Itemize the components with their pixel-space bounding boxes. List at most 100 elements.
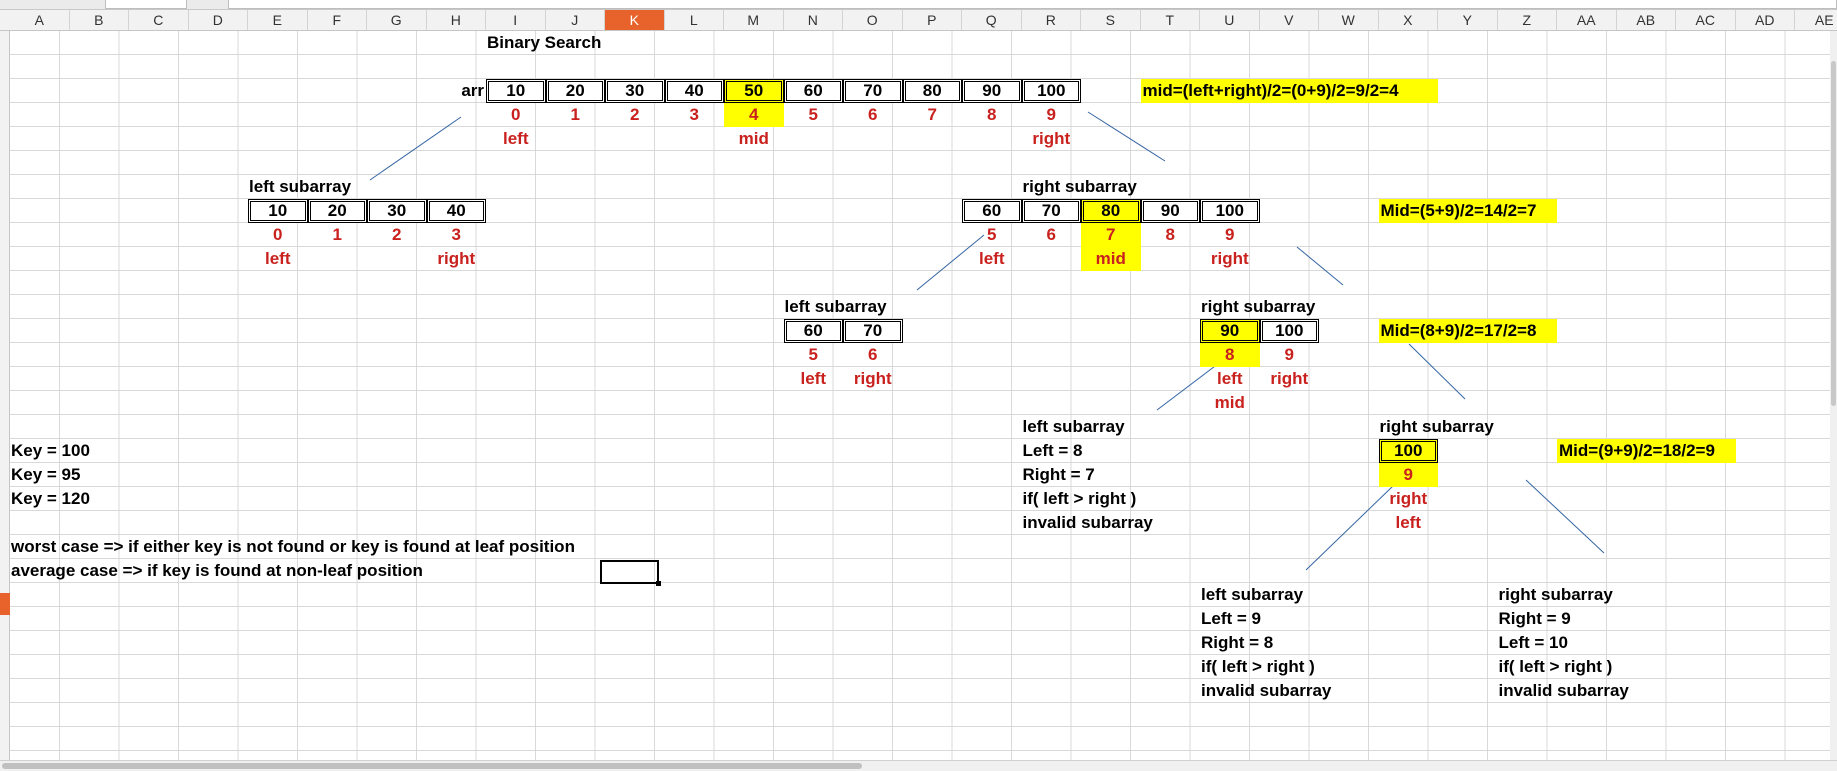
right-subarray-heading: right subarray: [1201, 297, 1316, 316]
column-header-e[interactable]: E: [248, 10, 308, 30]
pointer-right-label: right: [1032, 129, 1071, 148]
name-box[interactable]: [105, 0, 187, 9]
cell-grid[interactable]: [10, 31, 1837, 760]
invalid-subarray-line: Left = 9: [1201, 609, 1261, 628]
column-header-o[interactable]: O: [843, 10, 903, 30]
sheet-title: Binary Search: [487, 33, 602, 52]
column-header-u[interactable]: U: [1200, 10, 1260, 30]
column-header-q[interactable]: Q: [962, 10, 1022, 30]
pointer-left-label: left: [979, 249, 1005, 268]
horizontal-scrollbar[interactable]: [0, 760, 1837, 771]
main-array-index-cell: 1: [570, 105, 580, 124]
column-header-c[interactable]: C: [129, 10, 189, 30]
column-header-d[interactable]: D: [189, 10, 248, 30]
right-subarray-1-value-cell: 70: [1021, 199, 1081, 223]
average-case-note: average case => if key is found at non-l…: [11, 561, 423, 580]
row-header-bar: [0, 31, 10, 760]
left-subarray-1-value-cell: 20: [307, 199, 367, 223]
column-header-ac[interactable]: AC: [1676, 10, 1736, 30]
pointer-right-label: right: [853, 369, 892, 388]
left-subarray-1-value-cell: 30: [367, 199, 427, 223]
left-subarray-1-index-cell: 3: [451, 225, 461, 244]
column-header-x[interactable]: X: [1379, 10, 1438, 30]
pointer-left-label: left: [1395, 513, 1422, 532]
invalid-subarray-line: Left = 10: [1498, 633, 1568, 652]
formula-bar-strip: [0, 0, 1837, 10]
invalid-subarray-line: Right = 9: [1498, 609, 1571, 628]
right-subarray-1-index-cell: 8: [1165, 225, 1175, 244]
column-header-ad[interactable]: AD: [1736, 10, 1795, 30]
column-header-f[interactable]: F: [308, 10, 367, 30]
pointer-mid-label: mid: [1214, 393, 1245, 412]
main-array-value-cell: 70: [843, 79, 903, 103]
column-header-i[interactable]: I: [486, 10, 546, 30]
right-subarray-heading: right subarray: [1379, 417, 1494, 436]
invalid-subarray-line: invalid subarray: [1498, 681, 1629, 700]
horizontal-scroll-thumb[interactable]: [2, 763, 862, 769]
left-subarray-2-value-cell: 60: [783, 319, 843, 343]
main-array-index-cell: 3: [689, 105, 699, 124]
left-subarray-1-index-cell: 0: [273, 225, 283, 244]
column-header-s[interactable]: S: [1081, 10, 1141, 30]
left-subarray-heading: left subarray: [1022, 417, 1125, 436]
column-header-aa[interactable]: AA: [1557, 10, 1617, 30]
column-header-r[interactable]: R: [1022, 10, 1081, 30]
main-array-index-cell: 2: [630, 105, 640, 124]
column-header-g[interactable]: G: [367, 10, 427, 30]
mid-formula-3: Mid=(8+9)/2=17/2=8: [1378, 319, 1557, 343]
left-subarray-2-index-cell: 5: [808, 345, 818, 364]
column-header-n[interactable]: N: [784, 10, 843, 30]
vertical-scroll-thumb[interactable]: [1831, 61, 1836, 406]
right-subarray-heading: right subarray: [1022, 177, 1137, 196]
right-subarray-1-value-cell: 100: [1200, 199, 1260, 223]
invalid-subarray-line: if( left > right ): [1201, 657, 1315, 676]
key-value-text: Key = 120: [11, 489, 90, 508]
column-header-p[interactable]: P: [903, 10, 962, 30]
formula-input[interactable]: [228, 0, 1837, 9]
right-subarray-1-index-cell: 5: [987, 225, 997, 244]
column-header-b[interactable]: B: [70, 10, 129, 30]
right-subarray-1-value-cell: 80: [1081, 199, 1141, 223]
pointer-right-label: right: [1270, 369, 1309, 388]
main-array-value-cell: 80: [902, 79, 962, 103]
pointer-left-label: left: [503, 129, 529, 148]
main-array-index-cell: 8: [987, 105, 997, 124]
main-array-value-cell: 90: [962, 79, 1022, 103]
column-header-w[interactable]: W: [1319, 10, 1379, 30]
column-header-ae[interactable]: AE: [1795, 10, 1837, 30]
right-subarray-heading: right subarray: [1498, 585, 1613, 604]
right-subarray-1-index-cell: 7: [1081, 223, 1141, 247]
column-header-j[interactable]: J: [546, 10, 605, 30]
column-header-y[interactable]: Y: [1438, 10, 1498, 30]
pointer-left-label: left: [800, 369, 827, 388]
invalid-subarray-line: Right = 8: [1201, 633, 1274, 652]
column-header-v[interactable]: V: [1260, 10, 1319, 30]
main-array-value-cell: 30: [605, 79, 665, 103]
right-subarray-2-value-cell: 100: [1259, 319, 1319, 343]
column-header-ab[interactable]: AB: [1617, 10, 1676, 30]
vertical-scrollbar[interactable]: [1830, 31, 1837, 760]
column-header-t[interactable]: T: [1141, 10, 1200, 30]
pointer-left-label: left: [1217, 369, 1243, 388]
column-header-h[interactable]: H: [427, 10, 486, 30]
pointer-right-label: right: [437, 249, 476, 268]
main-array-value-cell: 50: [724, 79, 784, 103]
main-array-value-cell: 40: [664, 79, 724, 103]
right-subarray-1-index-cell: 9: [1225, 225, 1235, 244]
invalid-subarray-line: Right = 7: [1022, 465, 1095, 484]
left-subarray-2-value-cell: 70: [843, 319, 903, 343]
column-header-k[interactable]: K: [605, 10, 665, 30]
right-subarray-1-index-cell: 6: [1046, 225, 1056, 244]
main-array-value-cell: 20: [545, 79, 605, 103]
main-array-index-cell: 9: [1046, 105, 1056, 124]
mid-formula-1: mid=(left+right)/2=(0+9)/2=9/2=4: [1140, 79, 1438, 103]
column-header-l[interactable]: L: [665, 10, 724, 30]
column-header-a[interactable]: A: [10, 10, 70, 30]
column-header-m[interactable]: M: [724, 10, 784, 30]
left-subarray-1-value-cell: 10: [248, 199, 308, 223]
left-subarray-2-index-cell: 6: [868, 345, 878, 364]
selected-cell-cursor[interactable]: [600, 560, 661, 586]
column-header-z[interactable]: Z: [1498, 10, 1557, 30]
invalid-subarray-line: if( left > right ): [1022, 489, 1137, 508]
pointer-right-label: right: [1210, 249, 1249, 268]
